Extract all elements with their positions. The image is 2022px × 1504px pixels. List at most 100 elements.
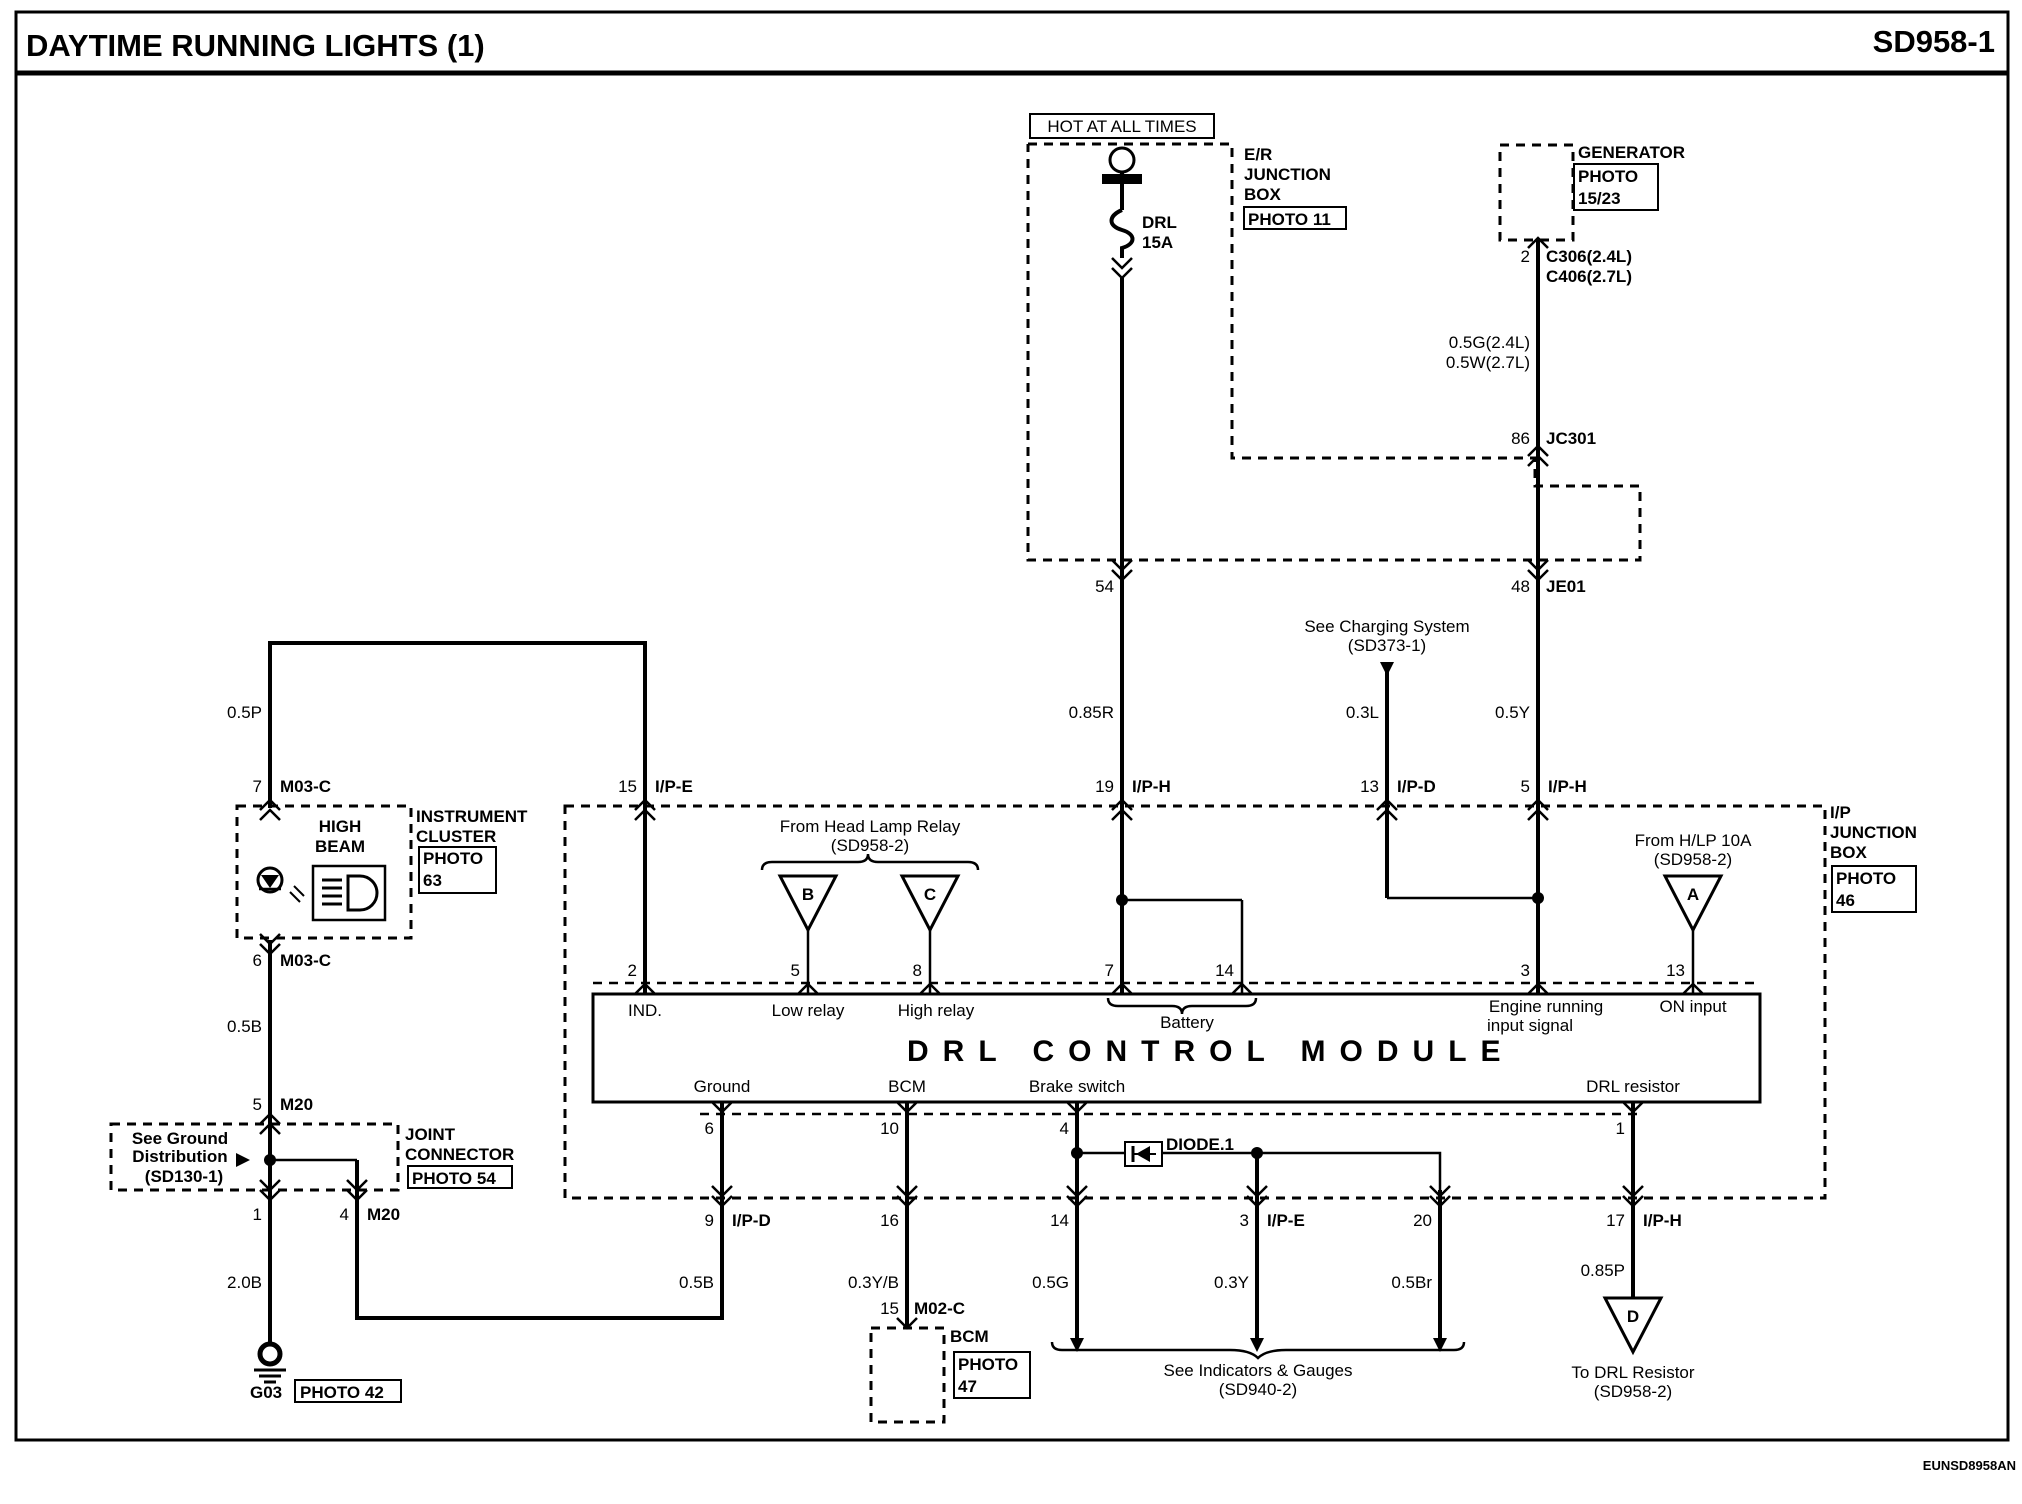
diagram-label: 6 [253,951,262,970]
ref-triangle-c: C [899,874,961,934]
diagram-label: M20 [280,1095,313,1114]
diagram-label: I/P-D [732,1211,771,1230]
diagram-label: 13 [1666,961,1685,980]
diagram-label: JUNCTION [1830,823,1917,842]
diagram-label: 7 [253,777,262,796]
gen-photo-1: PHOTO [1578,167,1638,186]
diagram-label: 15 [880,1299,899,1318]
diagram-label: 7 [1105,961,1114,980]
fuse-rating: 15A [1142,233,1173,252]
diagram-label: 2 [1521,247,1530,266]
diagram-label: PHOTO [1836,869,1896,888]
page-code: SD958-1 [1873,24,1995,59]
ground-symbol [254,1341,286,1384]
er-junction-box [1026,142,1642,562]
diagram-label: 6 [705,1119,714,1138]
diagram-label: CLUSTER [416,827,496,846]
diagram-label: 0.3L [1346,703,1379,722]
diagram-label: I/P [1830,803,1851,822]
diagram-label: See Indicators & Gauges [1163,1361,1352,1380]
diagram-label: 19 [1095,777,1114,796]
fuse-symbol [1029,113,1215,258]
diagram-label: Ground [694,1077,751,1096]
diagram-label: I/P-E [1267,1211,1305,1230]
diagram-label: 0.3Y/B [848,1273,899,1292]
diagram-label: High relay [898,1001,975,1020]
diagram-label: 0.5B [679,1273,714,1292]
diagram-label: 0.3Y [1214,1273,1249,1292]
diagram-label: 48 [1511,577,1530,596]
diagram-label: 1 [253,1205,262,1224]
diagram-label: See Charging System [1304,617,1469,636]
diagram-label: 3 [1521,961,1530,980]
diagram-label: 5 [1521,777,1530,796]
diagram-label: BOX [1830,843,1868,862]
diagram-label: 0.5W(2.7L) [1446,353,1530,372]
diagram-label: IND. [628,1001,662,1020]
diagram-label: C306(2.4L) [1546,247,1632,266]
diagram-label: From Head Lamp Relay [780,817,961,836]
high-beam-lamp [256,864,387,922]
diagram-label: M03-C [280,777,331,796]
diagram-label: INSTRUMENT [416,807,528,826]
er-box-line2: JUNCTION [1244,165,1331,184]
diagram-label: M03-C [280,951,331,970]
er-box-line3: BOX [1244,185,1282,204]
diagram-label: 17 [1606,1211,1625,1230]
labels: HOT AT ALL TIMES DRL 15A E/R JUNCTION BO… [132,117,1917,1402]
diagram-label: 20 [1413,1211,1432,1230]
diagram-label: 8 [913,961,922,980]
diagram-label: A [1687,885,1699,904]
diagram-label: C406(2.7L) [1546,267,1632,286]
hot-at-all-times: HOT AT ALL TIMES [1047,117,1196,136]
diagram-label: I/P-H [1132,777,1171,796]
fuse-name: DRL [1142,213,1177,232]
wires [268,240,1695,1348]
diagram-label: 5 [253,1095,262,1114]
generator-label: GENERATOR [1578,143,1685,162]
module-title: DRL CONTROL MODULE [907,1035,1515,1068]
diagram-label: 0.85P [1581,1261,1625,1280]
diagram-label: I/P-D [1397,777,1436,796]
ip-junction-box [563,804,1827,1200]
diagram-label: (SD958-2) [1654,850,1732,869]
diagram-label: 3 [1240,1211,1249,1230]
diagram-label: Battery [1160,1013,1214,1032]
arrows [1070,662,1447,1352]
diagram-label: JC301 [1546,429,1596,448]
diagram-label: 10 [880,1119,899,1138]
diode-symbol [1124,1141,1163,1167]
diagram-label: 14 [1215,961,1234,980]
diagram-label: 13 [1360,777,1379,796]
diagram-label: (SD373-1) [1348,636,1426,655]
diagram-label: See Ground [132,1129,228,1148]
diagram-label: I/P-H [1548,777,1587,796]
diagram-label: BEAM [315,837,365,856]
diagram-label: PHOTO 54 [412,1169,496,1188]
footer-code: EUNSD8958AN [1923,1458,2016,1473]
diagram-label: 54 [1095,577,1114,596]
diagram-label: (SD958-2) [1594,1382,1672,1401]
diagram-label: Low relay [772,1001,845,1020]
diagram-label: PHOTO 42 [300,1383,384,1402]
er-box-line1: E/R [1244,145,1272,164]
diagram-label: G03 [250,1383,282,1402]
diagram-label: I/P-E [655,777,693,796]
diagram-label: JE01 [1546,577,1586,596]
diagram-label: 0.5B [227,1017,262,1036]
diagram-label: 4 [1060,1119,1069,1138]
diagram-label: BCM [888,1077,926,1096]
diagram-label: JOINT [405,1125,456,1144]
diagram-label: Engine running [1489,997,1603,1016]
drl-control-module [591,992,1762,1104]
diagram-label: Brake switch [1029,1077,1125,1096]
diagram-label: Distribution [132,1147,227,1166]
diagram-label: PHOTO [423,849,483,868]
diagram-label: CONNECTOR [405,1145,514,1164]
diagram-label: 0.5Y [1495,703,1530,722]
ref-triangle-d: D [1602,1296,1664,1356]
diagram-label: M02-C [914,1299,965,1318]
diagram-label: (SD958-2) [831,836,909,855]
diagram-label: 14 [1050,1211,1069,1230]
diagram-label: BCM [950,1327,989,1346]
